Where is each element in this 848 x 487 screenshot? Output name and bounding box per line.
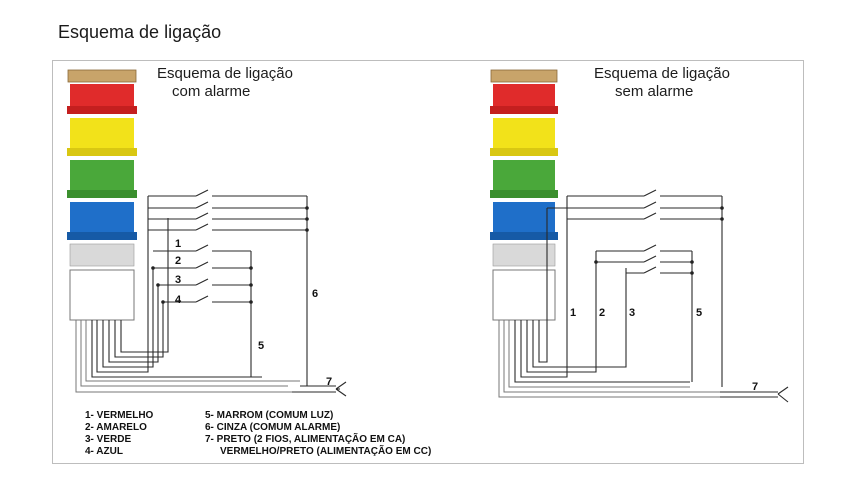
right-title-line2: sem alarme	[615, 83, 693, 100]
left-title-line2: com alarme	[172, 83, 250, 100]
right-wiring	[498, 189, 789, 403]
legend-item-4: 4- AZUL	[85, 446, 123, 457]
right-tower-gray-segment	[492, 243, 556, 267]
left-tower-gray-segment	[69, 243, 135, 267]
left-tower-base	[69, 269, 135, 321]
left-number-6: 6	[312, 288, 318, 300]
wire-color-legend: 1- VERMELHO 2- AMARELO 3- VERDE 4- AZUL …	[85, 410, 431, 457]
legend-item-7b: VERMELHO/PRETO (ALIMENTAÇÃO EM CC)	[220, 444, 431, 457]
right-tower-cap	[490, 69, 558, 83]
left-tower-green-segment	[70, 160, 134, 190]
legend-item-5: 5- MARROM (COMUM LUZ)	[205, 410, 333, 421]
left-tower-blue-segment	[70, 202, 134, 232]
right-tower-blue-segment	[493, 202, 555, 232]
left-title-line1: Esquema de ligação	[157, 65, 293, 82]
right-number-5: 5	[696, 307, 702, 319]
page-heading: Esquema de ligação	[58, 22, 222, 42]
legend-item-1: 1- VERMELHO	[85, 410, 154, 421]
left-wiring	[75, 189, 347, 397]
left-number-5: 5	[258, 340, 264, 352]
right-number-3: 3	[629, 307, 635, 319]
left-number-2: 2	[175, 255, 181, 267]
right-tower-green-segment	[493, 160, 555, 190]
left-number-3: 3	[175, 274, 181, 286]
left-number-1: 1	[175, 238, 181, 250]
legend-item-7: 7- PRETO (2 FIOS, ALIMENTAÇÃO EM CA)	[205, 432, 405, 445]
left-tower-yellow-segment	[70, 118, 134, 148]
legend-item-6: 6- CINZA (COMUM ALARME)	[205, 422, 340, 433]
right-signal-tower	[490, 69, 558, 321]
right-tower-red-segment	[493, 84, 555, 106]
legend-item-2: 2- AMARELO	[85, 422, 147, 433]
left-number-7: 7	[326, 376, 332, 388]
legend-item-3: 3- VERDE	[85, 434, 131, 445]
right-number-1: 1	[570, 307, 576, 319]
right-tower-yellow-segment	[493, 118, 555, 148]
right-title-line1: Esquema de ligação	[594, 65, 730, 82]
left-tower-cap	[67, 69, 137, 83]
left-tower-red-segment	[70, 84, 134, 106]
left-number-4: 4	[175, 294, 182, 306]
left-signal-tower	[67, 69, 137, 321]
right-number-2: 2	[599, 307, 605, 319]
right-number-7: 7	[752, 381, 758, 393]
right-tower-base	[492, 269, 556, 321]
